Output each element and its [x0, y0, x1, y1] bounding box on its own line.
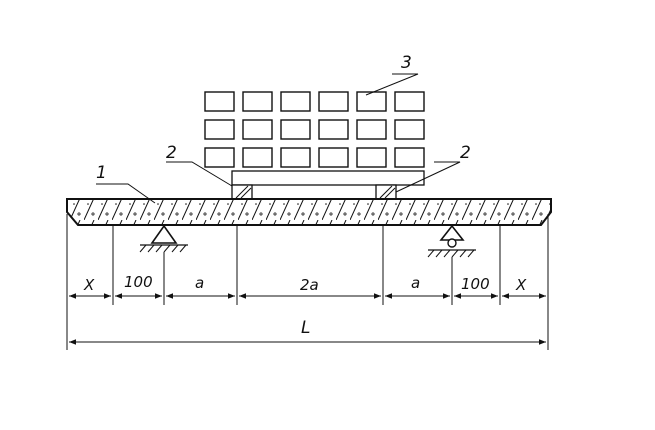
dim-a-right: a [411, 274, 420, 292]
load-block [280, 119, 311, 140]
load-block [394, 147, 425, 168]
load-block [394, 91, 425, 112]
dim-100-left: 100 [124, 273, 153, 291]
load-block [356, 119, 387, 140]
load-block [356, 147, 387, 168]
label-pad-right: 2 [460, 143, 471, 163]
load-block [280, 91, 311, 112]
pad-left [231, 184, 253, 200]
dim-x-right: X [515, 276, 527, 294]
load-block [204, 147, 235, 168]
load-block [242, 91, 273, 112]
load-block [356, 91, 387, 112]
label-load: 3 [401, 53, 412, 73]
load-block [204, 91, 235, 112]
dim-2a-center: 2a [300, 276, 319, 294]
leader-lines [96, 73, 461, 204]
load-block [318, 119, 349, 140]
dim-a-left: a [195, 274, 204, 292]
label-beam: 1 [96, 163, 107, 183]
spreader-plate [231, 170, 425, 186]
load-block [394, 119, 425, 140]
load-block [280, 147, 311, 168]
load-block [204, 119, 235, 140]
extension-lines [66, 214, 549, 350]
support-right-roller [427, 224, 476, 258]
pad-right [375, 184, 397, 200]
dim-total-l: L [301, 318, 310, 338]
load-blocks [204, 91, 425, 168]
load-block [242, 119, 273, 140]
load-block [318, 91, 349, 112]
beam [66, 198, 552, 226]
label-pad-left: 2 [166, 143, 177, 163]
dim-100-right: 100 [461, 275, 490, 293]
load-block [318, 147, 349, 168]
support-left-pin [139, 224, 188, 253]
load-block [242, 147, 273, 168]
dim-x-left: X [83, 276, 95, 294]
